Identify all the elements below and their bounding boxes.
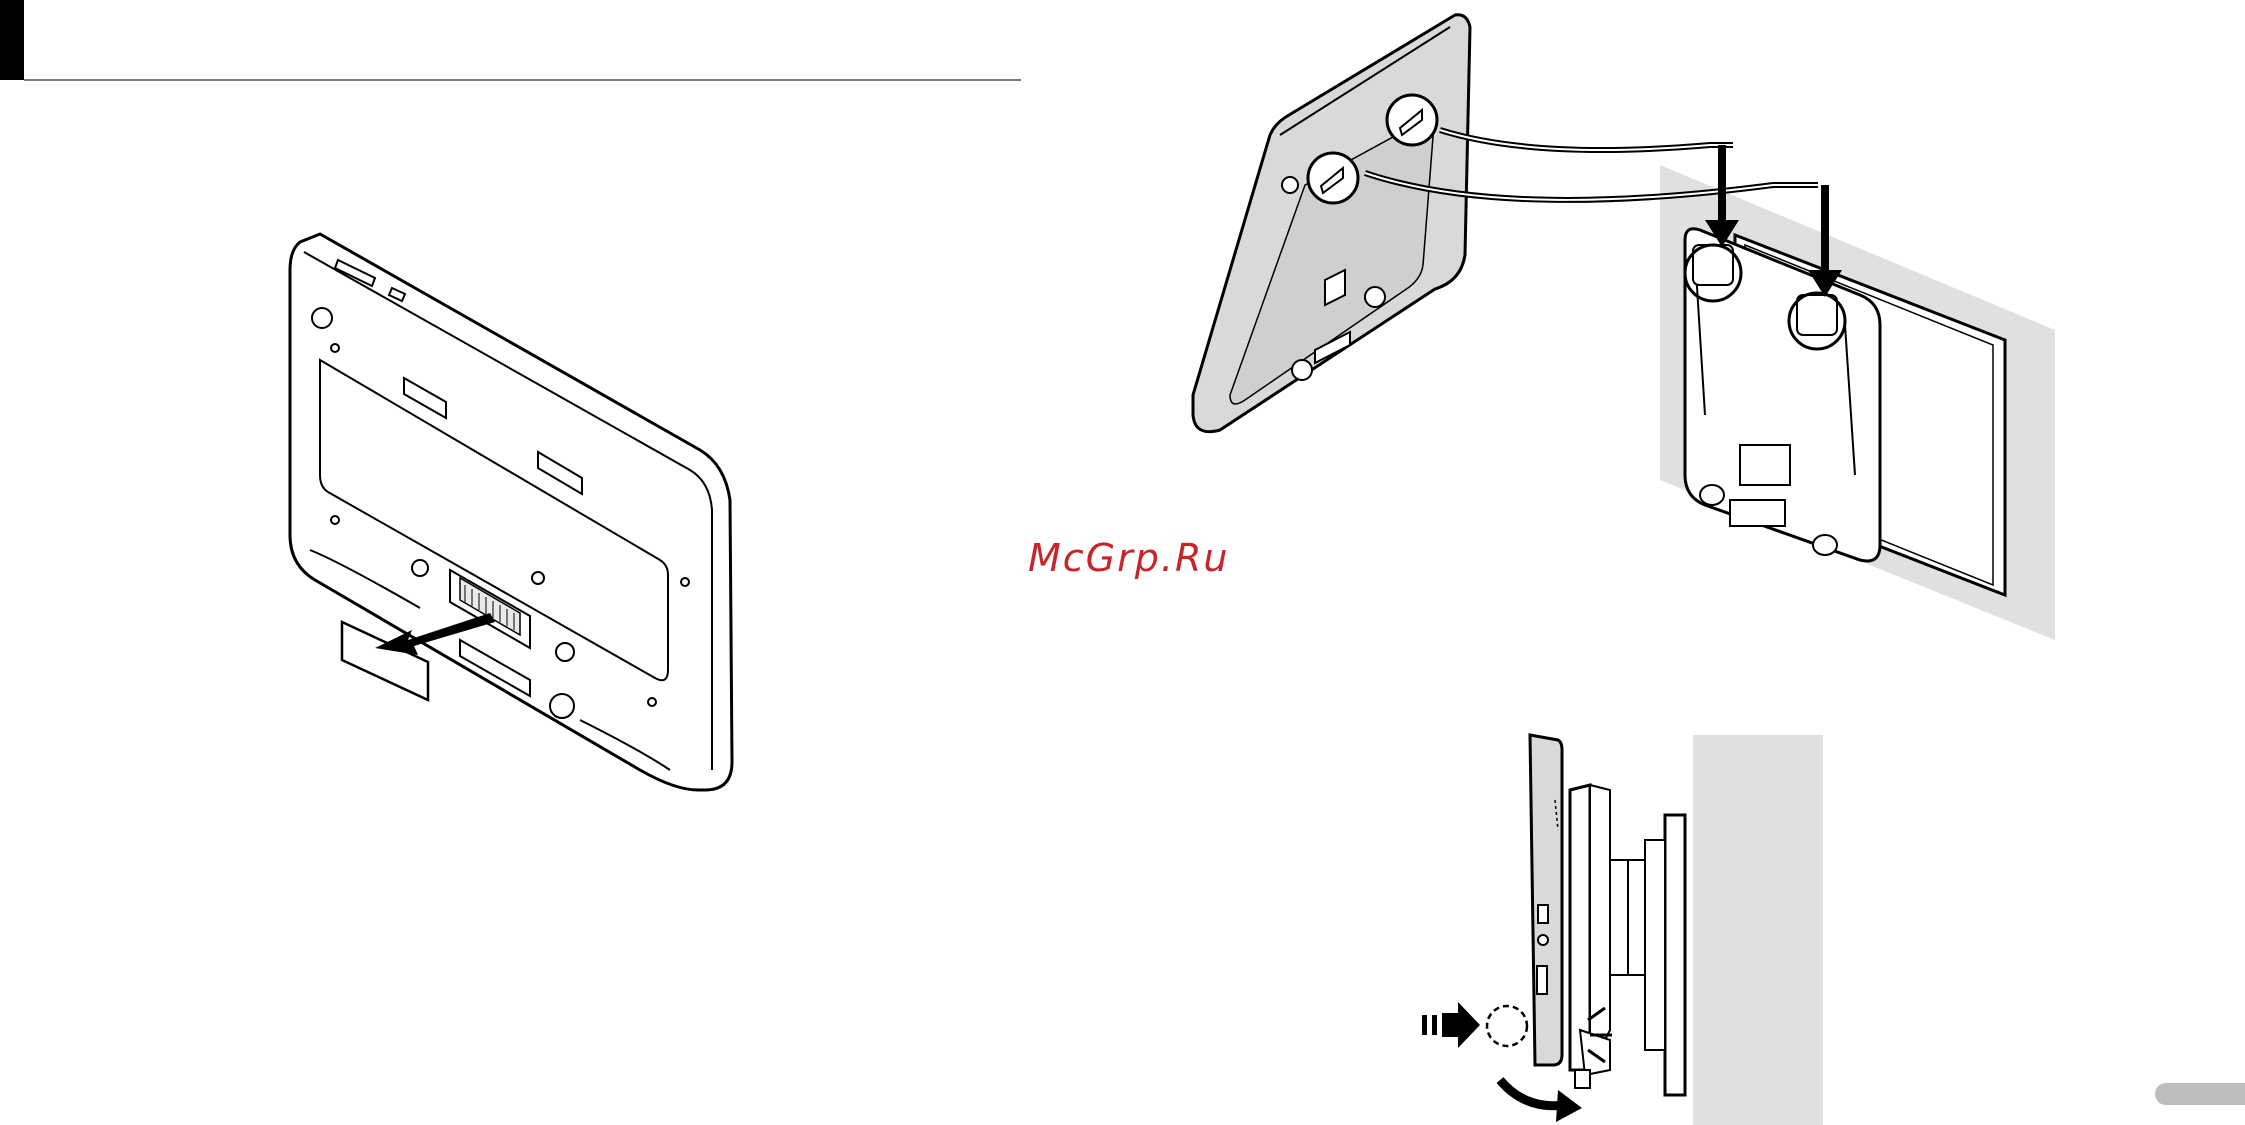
watermark-text: McGrp.Ru (1028, 536, 1229, 580)
figure-3-side-view-snap-illustration (1410, 730, 1830, 1125)
figure-2-mount-on-bracket-illustration (1185, 5, 2065, 655)
page-tab-indicator (2155, 1083, 2245, 1105)
figure-1-tablet-back-illustration (280, 230, 740, 800)
section-header-bar (0, 0, 24, 80)
section-header-rule (24, 79, 1021, 81)
